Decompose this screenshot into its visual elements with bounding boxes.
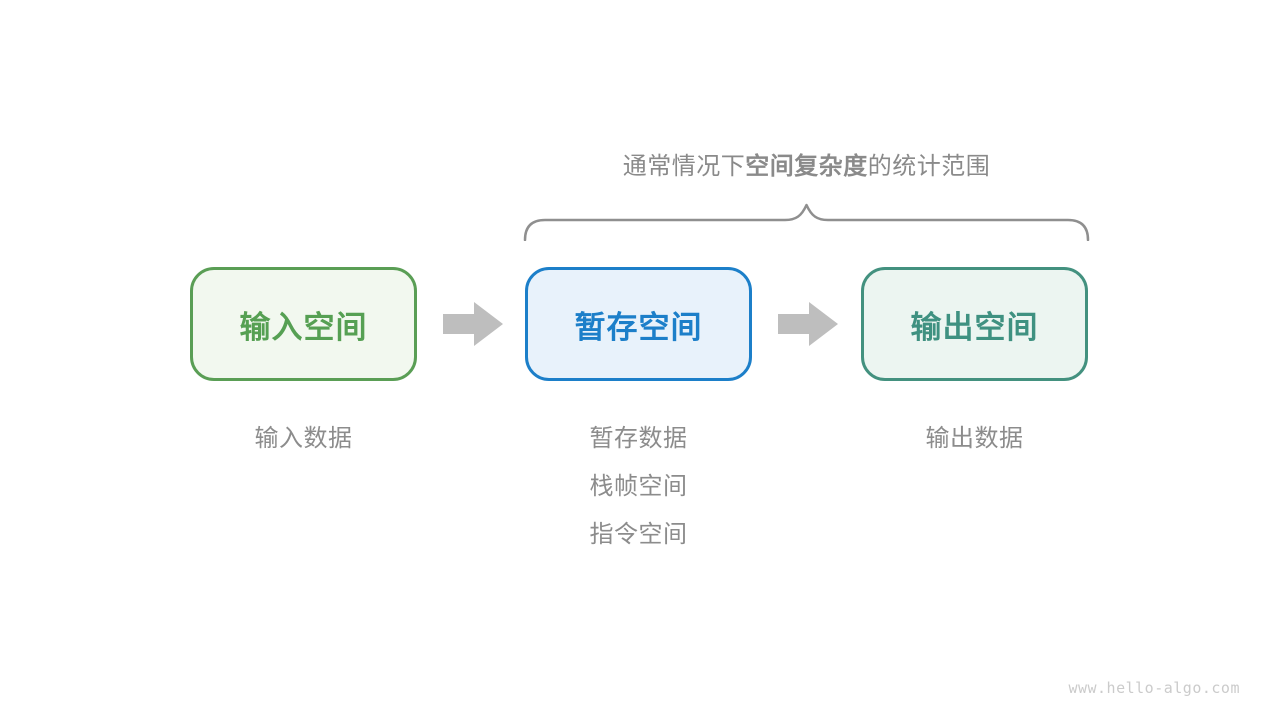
output-space-box: 输出空间 (861, 267, 1088, 381)
input-space-box: 输入空间 (190, 267, 417, 381)
curly-brace (523, 203, 1090, 241)
caption-line: 输出数据 (925, 425, 1024, 452)
temp-space-caption: 暂存数据 栈帧空间 指令空间 (525, 415, 752, 559)
input-space-caption: 输入数据 (190, 415, 417, 463)
temp-space-box: 暂存空间 (525, 267, 752, 381)
scope-annotation-prefix: 通常情况下 (622, 153, 746, 180)
arrow-input-to-temp-icon (443, 302, 503, 346)
scope-annotation-term: 空间复杂度 (745, 153, 868, 180)
input-space-label: 输入空间 (239, 309, 368, 345)
caption-line: 暂存数据 (589, 425, 688, 452)
output-space-caption: 输出数据 (861, 415, 1088, 463)
caption-line: 指令空间 (589, 521, 688, 548)
arrow-temp-to-output-icon (778, 302, 838, 346)
scope-annotation: 通常情况下空间复杂度的统计范围 (523, 146, 1090, 181)
site-watermark: www.hello-algo.com (1068, 679, 1240, 697)
output-space-label: 输出空间 (910, 309, 1039, 345)
arrow-shape (443, 302, 503, 346)
curly-brace-path (523, 203, 1090, 241)
caption-line: 输入数据 (254, 425, 353, 452)
temp-space-label: 暂存空间 (574, 309, 703, 345)
arrow-shape (778, 302, 838, 346)
scope-annotation-suffix: 的统计范围 (867, 153, 991, 180)
caption-line: 栈帧空间 (589, 473, 688, 500)
